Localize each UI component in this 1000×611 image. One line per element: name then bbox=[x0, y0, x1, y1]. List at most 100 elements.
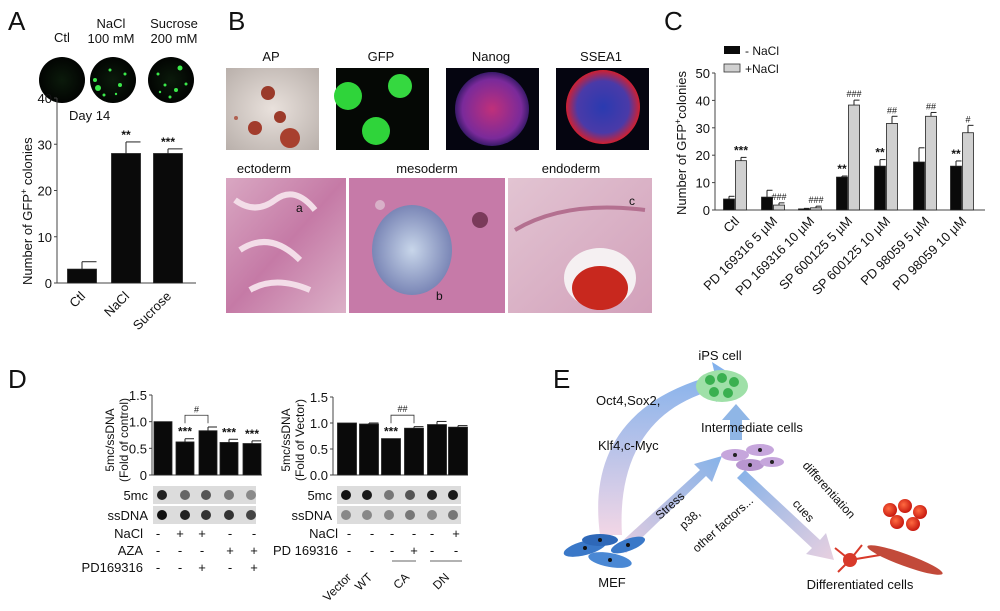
y-tick-label: 30 bbox=[38, 137, 52, 152]
condition-sign: + bbox=[198, 526, 206, 541]
significance-marker: ## bbox=[926, 101, 936, 111]
blot-dot bbox=[341, 510, 351, 520]
factors-label-2: Klf4,c-Myc bbox=[598, 438, 659, 453]
bar bbox=[925, 115, 937, 211]
condition-sign: - bbox=[347, 526, 351, 541]
ssea1-image bbox=[556, 68, 649, 150]
bar bbox=[242, 443, 262, 476]
significance-marker: *** bbox=[161, 135, 175, 149]
y-tick-label: 0 bbox=[45, 276, 52, 291]
significance-bracket bbox=[184, 414, 209, 424]
blot-row-label: 5mc bbox=[307, 488, 332, 503]
bracket-label: # bbox=[194, 404, 199, 414]
panel-b: B AP GFP Nanog SSEA1 ectoderm mesoderm e… bbox=[226, 6, 652, 313]
y-tick-label: 0 bbox=[140, 468, 147, 483]
blot-dot bbox=[405, 510, 415, 520]
panel-d: D 5mc/ssDNA (Fold of control) 00.51.01.5… bbox=[8, 364, 468, 604]
group-label-dn: DN bbox=[430, 570, 452, 592]
condition-sign: - bbox=[390, 543, 394, 558]
blot-row-label: ssDNA bbox=[292, 508, 333, 523]
condition-sign: - bbox=[228, 560, 232, 575]
significance-marker: ** bbox=[951, 147, 961, 161]
blot-dot bbox=[201, 490, 211, 500]
significance-marker: *** bbox=[734, 143, 748, 157]
bar bbox=[836, 176, 848, 211]
condition-sign: - bbox=[156, 543, 160, 558]
bar bbox=[404, 427, 424, 476]
blot-dot bbox=[157, 490, 167, 500]
significance-marker: ** bbox=[875, 146, 885, 160]
significance-marker: ## bbox=[887, 105, 897, 115]
panel-a: A Ctl NaCl 100 mM Sucrose 200 mM Day 14 … bbox=[8, 6, 198, 333]
mef-cells-icon bbox=[563, 534, 646, 568]
bar bbox=[886, 123, 898, 211]
y-tick-label: 0.5 bbox=[310, 442, 328, 457]
blot-dot bbox=[246, 490, 256, 500]
chart-d-left: 00.51.01.5*********# bbox=[129, 388, 262, 483]
arrow-letter-a: a bbox=[296, 201, 303, 215]
differentiation-arrow bbox=[737, 470, 834, 560]
condition-sign: - bbox=[412, 526, 416, 541]
nanog-image bbox=[446, 68, 539, 150]
tissue-label-mesoderm: mesoderm bbox=[396, 161, 457, 176]
panel-label-a: A bbox=[8, 6, 26, 36]
condition-label: PD 169316 bbox=[273, 543, 338, 558]
blot-dot bbox=[427, 490, 437, 500]
blot-dot bbox=[405, 490, 415, 500]
condition-sign: - bbox=[370, 526, 374, 541]
group-label-wt: WT bbox=[352, 570, 376, 594]
blot-dot bbox=[362, 510, 372, 520]
blot-dot bbox=[448, 510, 458, 520]
other-factors-label: other factors... bbox=[690, 494, 756, 556]
plate-label-nacl-conc: 100 mM bbox=[88, 31, 135, 46]
condition-sign: + bbox=[250, 560, 258, 575]
plate-image-sucrose bbox=[148, 57, 194, 103]
chart-d1-ylabel-2: (Fold of control) bbox=[117, 398, 131, 482]
significance-marker: ### bbox=[808, 195, 823, 205]
stain-label-nanog: Nanog bbox=[472, 49, 510, 64]
condition-sign: - bbox=[370, 543, 374, 558]
panel-c: C Number of GFP+colonies - NaCl +NaCl 01… bbox=[664, 6, 985, 298]
x-tick-label: Sucrose bbox=[130, 289, 174, 333]
y-tick-label: 0.5 bbox=[129, 441, 147, 456]
bar bbox=[723, 198, 735, 211]
stain-label-gfp: GFP bbox=[368, 49, 395, 64]
y-tick-label: 50 bbox=[696, 66, 710, 81]
legend-swatch-plus-nacl bbox=[723, 63, 741, 73]
bar bbox=[810, 207, 822, 211]
bar bbox=[913, 161, 925, 211]
bracket-label: ## bbox=[397, 404, 407, 414]
conditions-left: NaCl-++--AZA---++PD169316--+-+ bbox=[82, 526, 258, 575]
muscle-cell-icon bbox=[867, 545, 943, 575]
red-blood-cells-icon bbox=[883, 499, 927, 531]
bar bbox=[175, 441, 195, 476]
condition-sign: - bbox=[252, 526, 256, 541]
blot-dot bbox=[180, 490, 190, 500]
ap-image bbox=[226, 68, 319, 150]
legend-label-minus-nacl: - NaCl bbox=[745, 44, 779, 58]
y-tick-label: 0.0 bbox=[310, 468, 328, 483]
legend-label-plus-nacl: +NaCl bbox=[745, 62, 779, 76]
bar bbox=[798, 208, 810, 211]
plate-image-nacl bbox=[90, 57, 136, 103]
condition-sign: + bbox=[226, 543, 234, 558]
bar bbox=[848, 104, 860, 211]
differentiated-cells-label: Differentiated cells bbox=[807, 577, 914, 592]
y-tick-label: 30 bbox=[696, 121, 710, 136]
chart-c: 01020304050*********##############CtlPD … bbox=[696, 66, 985, 298]
significance-marker: ** bbox=[121, 128, 131, 142]
bar bbox=[153, 153, 183, 284]
chart-c-ylabel: Number of GFP+colonies bbox=[673, 71, 689, 215]
chart-d2-ylabel-2: (Fold of Vector) bbox=[293, 399, 307, 481]
arrow-letter-c: c bbox=[629, 194, 635, 208]
y-tick-label: 40 bbox=[38, 91, 52, 106]
y-tick-label: 1.5 bbox=[129, 388, 147, 403]
group-label-ca: CA bbox=[390, 570, 412, 592]
stress-arrow bbox=[618, 456, 722, 553]
condition-sign: - bbox=[156, 526, 160, 541]
factors-label-1: Oct4,Sox2, bbox=[596, 393, 660, 408]
ectoderm-image: a bbox=[226, 178, 346, 313]
bar bbox=[198, 430, 218, 476]
blot-dot bbox=[427, 510, 437, 520]
